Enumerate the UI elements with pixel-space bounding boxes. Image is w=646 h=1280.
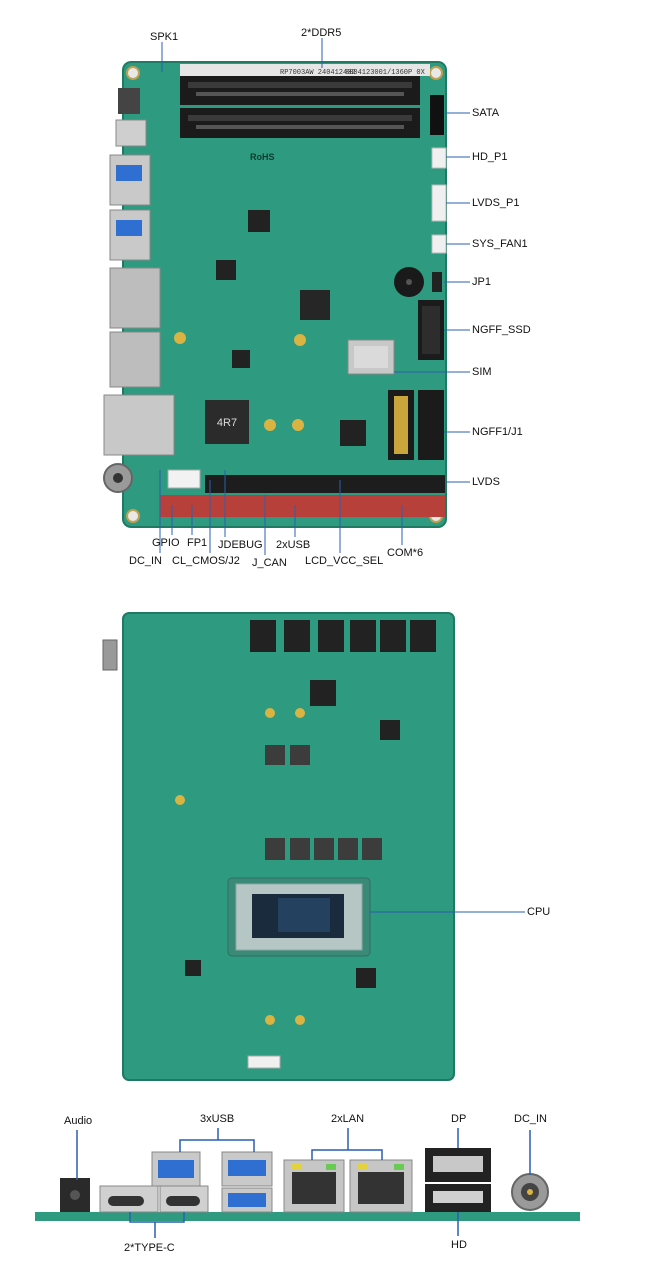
label-hd: HD <box>451 1239 467 1251</box>
label-spk1: SPK1 <box>150 31 179 43</box>
label-2xlan: 2xLAN <box>331 1113 365 1125</box>
label-gpio: GPIO <box>152 537 180 549</box>
label-cpu: CPU <box>527 906 551 918</box>
label-fp1: FP1 <box>187 537 208 549</box>
label-3xusb: 3xUSB <box>200 1113 235 1125</box>
label-sata: SATA <box>472 107 500 119</box>
label-2-type-c: 2*TYPE-C <box>124 1242 175 1254</box>
inductor-4r7 <box>205 400 249 444</box>
inductor-text: 4R7 <box>217 417 237 429</box>
sata-connector <box>430 95 444 135</box>
bottom-board-drawing <box>102 612 525 1081</box>
label-jp1: JP1 <box>472 276 491 288</box>
ddr-code-right: 8004123001/1360P 0X <box>345 69 426 77</box>
ddr-code-left: RP7003AW 240412402 <box>280 69 356 77</box>
label-hd-p1: HD_P1 <box>472 151 508 163</box>
rohs-mark: RoHS <box>250 152 275 162</box>
header-strip-black <box>205 475 445 493</box>
label-lvds: LVDS <box>472 476 500 488</box>
label-lvds-p1: LVDS_P1 <box>472 197 520 209</box>
label-ngff1-j1: NGFF1/J1 <box>472 426 523 438</box>
ddr5-slot-2 <box>180 108 420 138</box>
bottom-pcb <box>122 612 455 1081</box>
label-2xusb: 2xUSB <box>276 539 311 551</box>
label-ddr5: 2*DDR5 <box>301 27 342 39</box>
header-strip-red <box>160 495 445 517</box>
label-audio: Audio <box>64 1115 93 1127</box>
top-board-drawing: 4R7 RP7003AW 240412402 8004123001/1360P … <box>103 38 470 555</box>
label-cl-cmos-j2: CL_CMOS/J2 <box>172 555 240 567</box>
label-dc-in-io: DC_IN <box>514 1113 548 1125</box>
label-com6: COM*6 <box>387 547 424 559</box>
label-lcd-vcc-sel: LCD_VCC_SEL <box>305 555 384 567</box>
label-j-can: J_CAN <box>252 557 287 569</box>
label-sys-fan1: SYS_FAN1 <box>472 238 528 250</box>
label-sim: SIM <box>472 366 492 378</box>
label-jdebug: JDEBUG <box>218 539 263 551</box>
label-dc-in-top: DC_IN <box>129 555 163 567</box>
ddr5-slot-1 <box>180 75 420 105</box>
top-pcb <box>123 62 446 527</box>
label-ngff-ssd: NGFF_SSD <box>472 324 531 336</box>
label-dp: DP <box>451 1113 467 1125</box>
